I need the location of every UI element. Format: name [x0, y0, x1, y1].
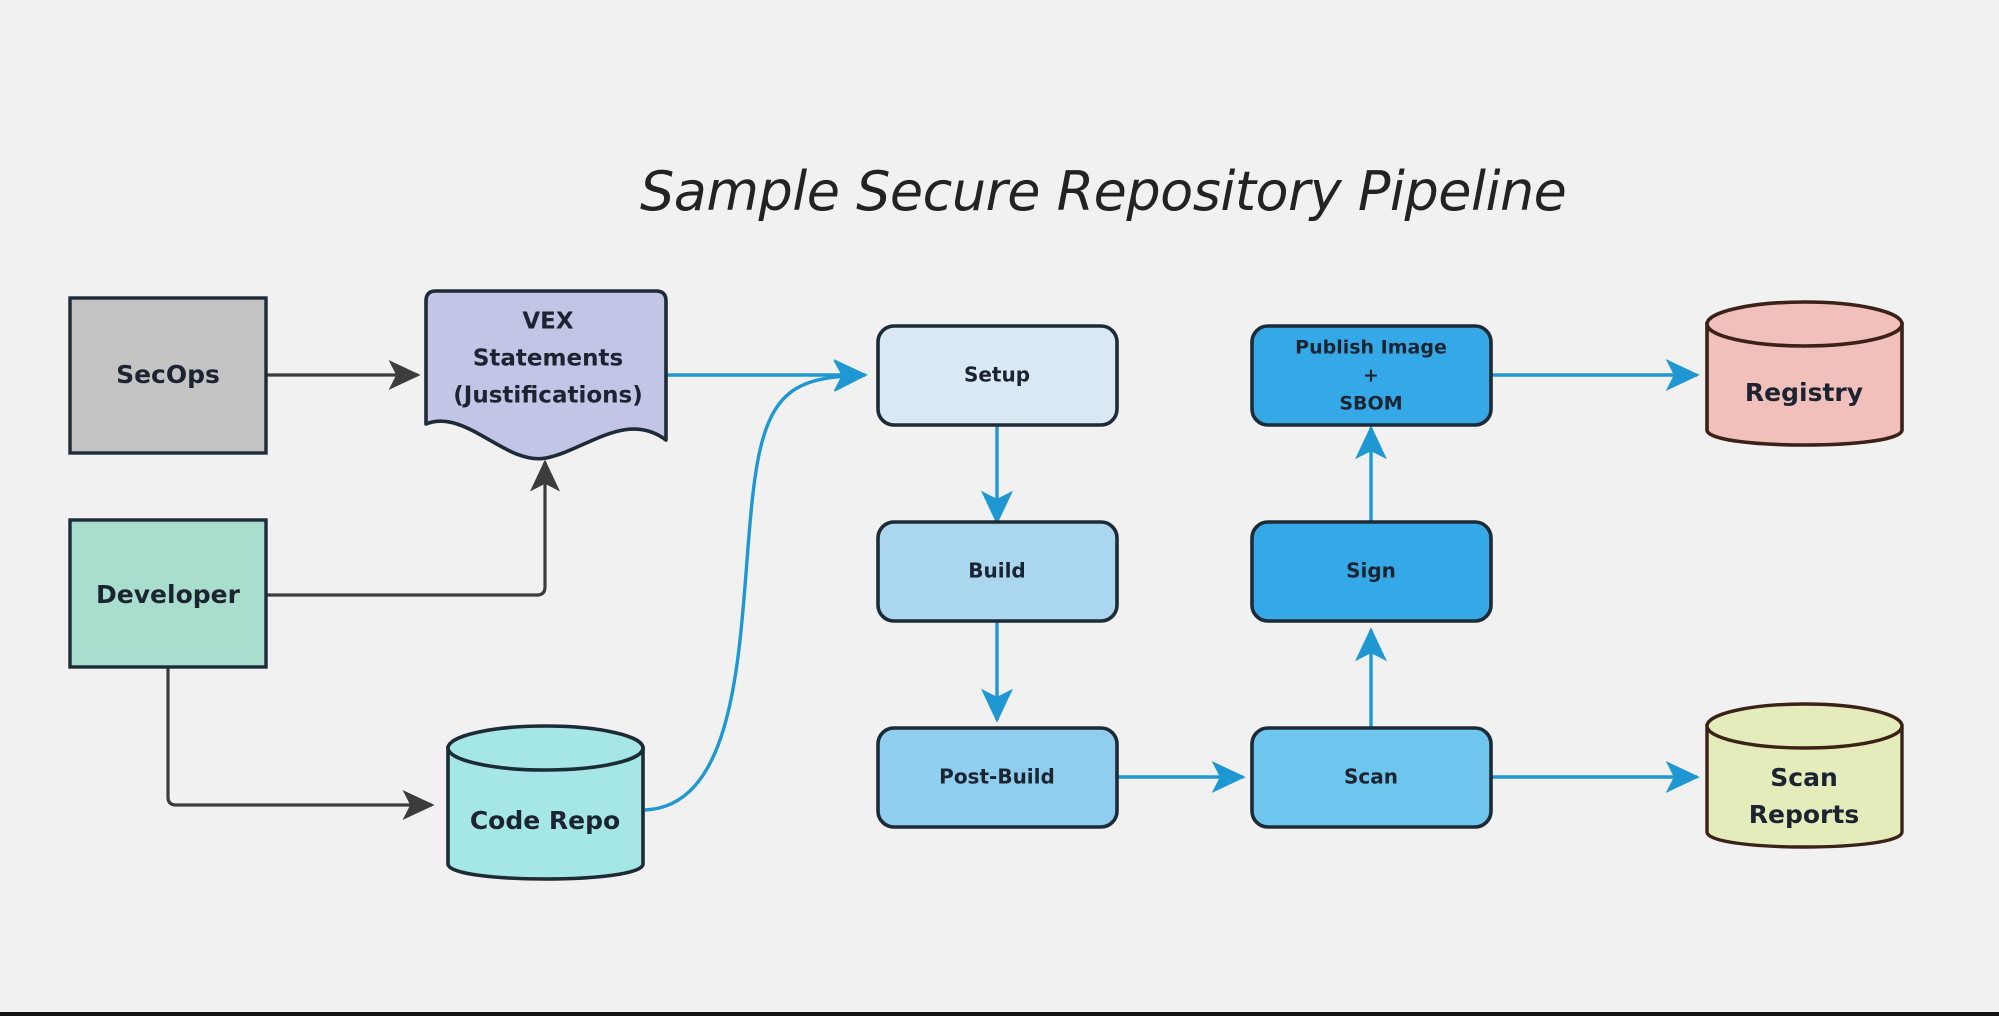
node-vex-statements[interactable]: VEX Statements (Justifications)	[424, 289, 668, 461]
scan-reports-body	[1705, 724, 1904, 849]
edge-developer-to-code-repo	[166, 667, 435, 821]
page-title: Sample Secure Repository Pipeline	[640, 160, 1566, 223]
node-secops[interactable]: SecOps	[68, 296, 268, 455]
scan-reports-label-line2: Reports	[1749, 800, 1859, 829]
node-developer[interactable]: Developer	[68, 518, 268, 669]
node-post-build[interactable]: Post-Build	[876, 726, 1119, 829]
build-label: Build	[968, 559, 1026, 583]
developer-label: Developer	[96, 580, 241, 609]
scan-shape	[1250, 726, 1493, 829]
publish-label-line3: SBOM	[1339, 393, 1402, 415]
publish-label-line2: +	[1363, 365, 1379, 387]
developer-shape	[68, 518, 268, 669]
post-build-shape	[876, 726, 1119, 829]
publish-label-line1: Publish Image	[1295, 337, 1447, 359]
edge-code-repo-to-setup	[644, 360, 868, 812]
vex-label-line1: VEX	[522, 309, 574, 335]
vex-shape	[424, 289, 668, 461]
post-build-label: Post-Build	[939, 765, 1055, 789]
code-repo-body	[446, 746, 645, 881]
node-scan-reports[interactable]: Scan Reports	[1705, 702, 1904, 849]
code-repo-top	[446, 724, 645, 772]
code-repo-label: Code Repo	[470, 806, 620, 835]
vex-label-line2: Statements	[473, 346, 623, 372]
setup-label: Setup	[964, 363, 1030, 387]
registry-body	[1705, 322, 1904, 447]
edge-developer-to-vex	[266, 459, 561, 597]
scan-label: Scan	[1344, 765, 1398, 789]
node-code-repo[interactable]: Code Repo	[446, 724, 645, 881]
build-shape	[876, 520, 1119, 623]
registry-top	[1705, 300, 1904, 348]
sign-shape	[1250, 520, 1493, 623]
publish-shape	[1250, 324, 1493, 427]
node-publish-image-sbom[interactable]: Publish Image + SBOM	[1250, 324, 1493, 427]
secops-shape	[68, 296, 268, 455]
node-setup[interactable]: Setup	[876, 324, 1119, 427]
secops-label: SecOps	[116, 360, 220, 389]
node-registry[interactable]: Registry	[1705, 300, 1904, 447]
scan-reports-label-line1: Scan	[1770, 763, 1838, 792]
vex-label-line3: (Justifications)	[453, 383, 642, 409]
scan-reports-top	[1705, 702, 1904, 750]
setup-shape	[876, 324, 1119, 427]
sign-label: Sign	[1346, 559, 1396, 583]
node-build[interactable]: Build	[876, 520, 1119, 623]
node-sign[interactable]: Sign	[1250, 520, 1493, 623]
edge-layer	[166, 359, 1700, 821]
registry-label: Registry	[1745, 378, 1863, 407]
node-scan[interactable]: Scan	[1250, 726, 1493, 829]
